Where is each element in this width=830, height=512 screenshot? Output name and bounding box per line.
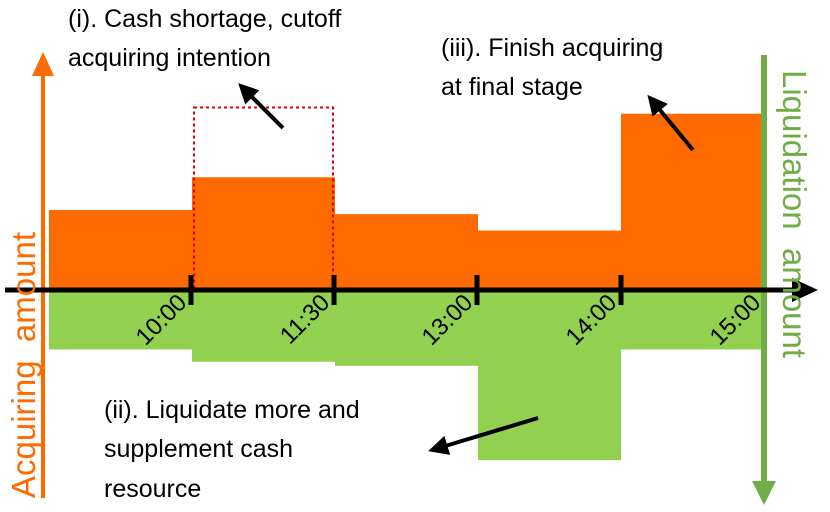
liquidation-bar-1130 [192,290,335,362]
annotation-ii-line2: supplement cash [104,435,293,463]
annotation-i-arrow [238,83,285,130]
acquiring-bar-1300 [335,214,478,290]
annotation-i-line2: acquiring intention [68,44,271,72]
liquidation-bar-1400 [478,290,621,461]
liquidation-bars [49,290,764,461]
time-axis-arrowhead [792,278,818,302]
liquidation-axis-arrowhead [752,481,776,505]
acquiring-amount-label: Acquiring amount [5,232,42,498]
annotation-iii-line2: at final stage [441,73,583,101]
acquiring-bar-1400 [478,230,621,290]
liquidation-bar-1500 [621,290,764,350]
acquiring-axis-arrowhead [32,52,54,76]
acquiring-bars [49,113,764,290]
annotation-i-line1: (i). Cash shortage, cutoff [68,5,341,33]
liquidation-bar-1300 [335,290,478,366]
liquidation-amount-label: Liquidation amount [776,70,813,358]
liquidation-bar-1000 [49,290,192,350]
annotation-ii-arrow [428,416,539,455]
annotation-iii-arrow [647,94,695,152]
annotation-iii-line1: (iii). Finish acquiring [441,34,663,62]
acquiring-bar-1000 [49,210,192,290]
acquiring-bar-1130 [192,177,335,290]
acquiring-bar-1500 [621,113,764,290]
annotation-ii-line1: (ii). Liquidate more and [104,396,360,424]
annotation-ii-line3: resource [104,475,201,503]
